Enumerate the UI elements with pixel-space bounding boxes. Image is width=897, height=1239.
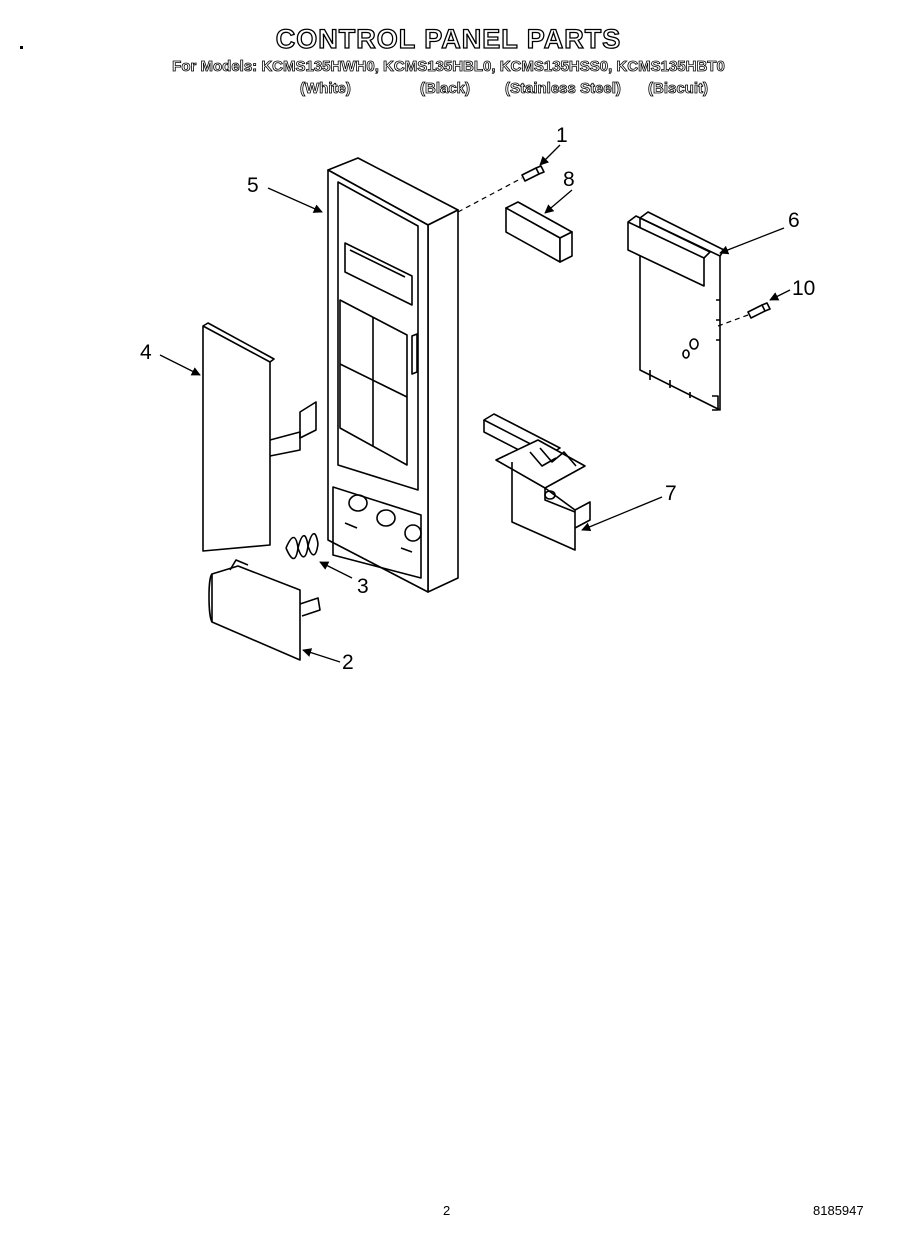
touchpad-overlay-part [202, 322, 317, 552]
leader-line-1 [539, 144, 561, 166]
callout-3: 3 [357, 575, 369, 598]
document-number: 8185947 [813, 1203, 864, 1218]
control-board-part [627, 211, 725, 411]
color-stainless-steel: (Stainless Steel) [505, 80, 622, 98]
callout-6: 6 [788, 209, 800, 232]
callout-10: 10 [792, 277, 815, 300]
screw-part-1 [521, 165, 545, 182]
page-mark [20, 46, 23, 49]
page-number: 2 [443, 1203, 451, 1218]
control-panel-frame-part [327, 157, 459, 593]
display-window-part [505, 201, 573, 263]
callout-7: 7 [665, 482, 677, 505]
color-black: (Black) [420, 80, 471, 98]
leader-line-6 [719, 227, 785, 255]
leader-line-2 [302, 648, 341, 663]
door-button-part [208, 559, 321, 661]
leader-line-7 [581, 496, 663, 532]
latch-housing-part [483, 413, 591, 551]
callout-8: 8 [563, 168, 575, 191]
callout-2: 2 [342, 651, 354, 674]
leader-line-10 [769, 289, 791, 301]
model-list: For Models: KCMS135HWH0, KCMS135HBL0, KC… [172, 58, 725, 76]
spring-part [285, 532, 319, 560]
leader-line-3 [319, 561, 353, 579]
color-biscuit: (Biscuit) [648, 80, 709, 98]
screw-part-10 [747, 302, 771, 319]
leader-line-4 [159, 354, 201, 376]
leader-line-8 [544, 189, 573, 214]
callout-4: 4 [140, 341, 152, 364]
callout-5: 5 [247, 174, 259, 197]
diagram-title: CONTROL PANEL PARTS [275, 23, 622, 54]
color-white: (White) [300, 80, 352, 98]
leader-line-5 [267, 187, 323, 213]
callout-1: 1 [556, 124, 568, 147]
